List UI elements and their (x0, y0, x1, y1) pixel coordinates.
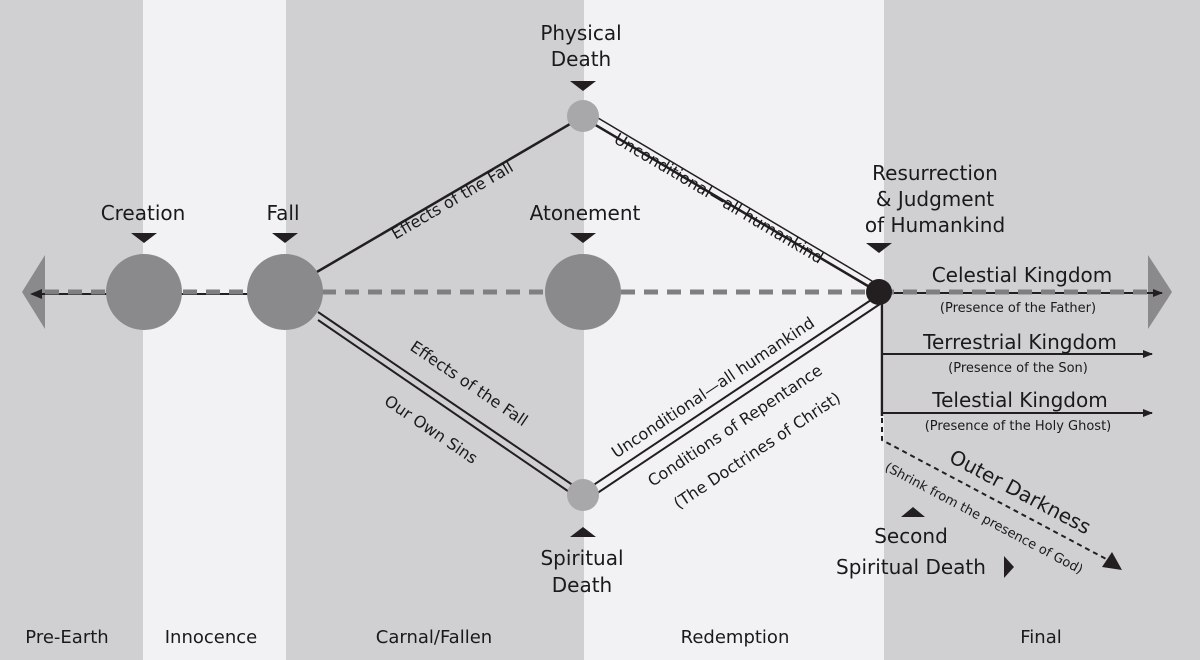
physical-death-label-1: Physical (540, 21, 621, 45)
atonement-pointer-icon (570, 233, 596, 243)
telestial-kingdom-note: (Presence of the Holy Ghost) (925, 419, 1112, 434)
band-label-carnal-fallen: Carnal/Fallen (376, 627, 492, 648)
fall-label: Fall (266, 201, 299, 225)
second-death-up-pointer-icon (901, 507, 925, 517)
branch-outer-darkness (881, 418, 1109, 561)
resurrection-label-3: of Humankind (865, 213, 1005, 237)
resurrection-label-2: & Judgment (876, 187, 994, 211)
spiritual-death-label-2: Death (552, 573, 612, 597)
fall-pointer-icon (272, 233, 298, 243)
line-physical-death-to-resurrection-inner (587, 111, 883, 288)
band-label-redemption: Redemption (681, 627, 790, 648)
celestial-kingdom-note: (Presence of the Father) (940, 301, 1096, 316)
line-fall-to-spiritual-death-b (317, 319, 579, 499)
creation-label: Creation (101, 201, 186, 225)
physical-death-label-2: Death (551, 47, 611, 71)
resurrection-node (866, 279, 892, 305)
atonement-label: Atonement (530, 201, 641, 225)
band-pre-earth (0, 0, 143, 660)
creation-pointer-icon (131, 233, 157, 243)
second-death-label-1: Second (874, 524, 948, 548)
resurrection-pointer-icon (866, 243, 892, 253)
timeline-left-arrow-icon (30, 289, 42, 299)
atonement-node (545, 254, 621, 330)
line-fall-to-spiritual-death-a (317, 311, 581, 491)
physical-death-pointer-icon (570, 81, 596, 91)
spiritual-death-label-1: Spiritual (540, 546, 623, 570)
band-innocence (143, 0, 286, 660)
band-label-innocence: Innocence (165, 627, 258, 648)
resurrection-label-1: Resurrection (872, 161, 998, 185)
band-label-pre-earth: Pre-Earth (25, 627, 108, 648)
celestial-kingdom-label: Celestial Kingdom (932, 263, 1113, 287)
band-label-final: Final (1020, 627, 1061, 648)
terrestrial-kingdom-note: (Presence of the Son) (948, 361, 1088, 376)
creation-node (106, 254, 182, 330)
line-physical-death-to-resurrection (581, 115, 879, 294)
line-fall-to-physical-death (309, 115, 583, 278)
left-arrowhead-icon (22, 255, 45, 329)
physical-death-node (567, 100, 599, 132)
second-death-right-pointer-icon (1004, 556, 1014, 578)
spiritual-death-pointer-icon (570, 527, 596, 537)
terrestrial-kingdom-label: Terrestrial Kingdom (922, 330, 1117, 354)
fall-node (247, 254, 323, 330)
outer-darkness-arrow-icon (1102, 552, 1122, 570)
line-spiritual-death-to-resurrection-a (585, 297, 875, 491)
telestial-kingdom-label: Telestial Kingdom (931, 388, 1107, 412)
second-death-label-2: Spiritual Death (836, 555, 986, 579)
spiritual-death-node (567, 479, 599, 511)
line-spiritual-death-to-resurrection-b (589, 303, 881, 499)
band-carnal-fallen (286, 0, 584, 660)
band-redemption (584, 0, 884, 660)
band-final (884, 0, 1200, 660)
